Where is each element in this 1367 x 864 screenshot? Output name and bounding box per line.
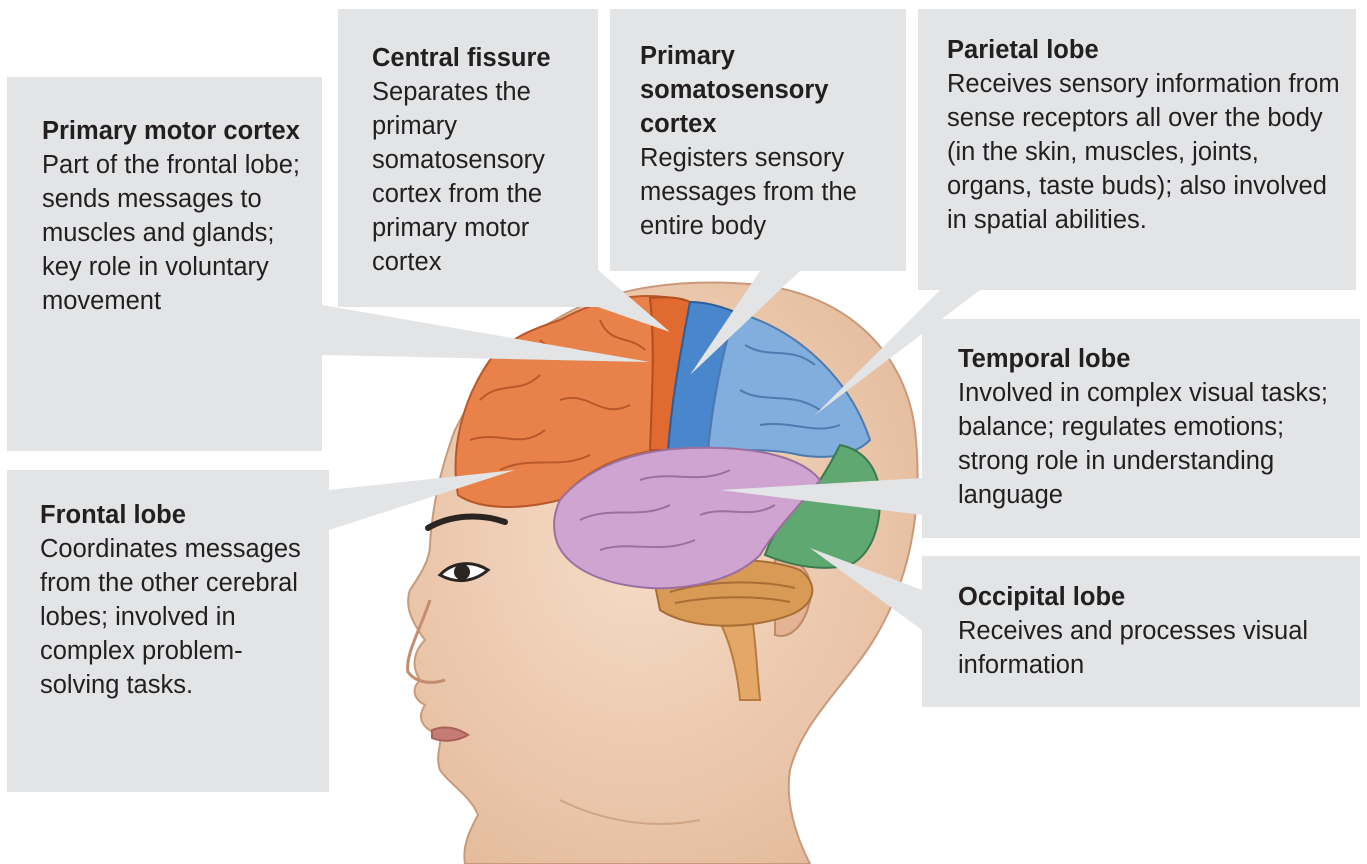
lips bbox=[431, 726, 470, 742]
pointer-frontal bbox=[329, 470, 515, 530]
pointer-occipital bbox=[810, 548, 922, 630]
label-title: Temporal lobe bbox=[958, 345, 1131, 373]
pointer-temporal bbox=[720, 478, 922, 515]
label-title: Primary motor cortex bbox=[42, 117, 300, 145]
label-description: Receives and processes visual informatio… bbox=[958, 617, 1309, 679]
label-description: Involved in complex visual tasks; balanc… bbox=[958, 379, 1328, 509]
label-title: Frontal lobe bbox=[40, 501, 186, 529]
label-description: Part of the frontal lobe; sends messages… bbox=[42, 151, 300, 315]
nose bbox=[406, 599, 446, 684]
label-central-fissure: Central fissure Separates the primary so… bbox=[338, 9, 598, 307]
parietal-lobe bbox=[706, 310, 872, 458]
label-frontal-lobe: Frontal lobe Coordinates messages from t… bbox=[7, 470, 329, 792]
pointer-soma bbox=[690, 271, 800, 375]
iris bbox=[454, 564, 470, 580]
label-title: Central fissure bbox=[372, 44, 551, 72]
label-title: Parietal lobe bbox=[947, 36, 1099, 64]
neck bbox=[559, 799, 701, 825]
pointer-motor bbox=[322, 305, 650, 362]
eyebrow bbox=[425, 513, 508, 531]
label-title: Primary somatosensory cortex bbox=[640, 42, 829, 138]
pointer-fissure bbox=[598, 270, 670, 332]
label-primary-somatosensory-cortex: Primary somatosensory cortex Registers s… bbox=[610, 9, 906, 271]
label-description: Receives sensory information from sense … bbox=[947, 70, 1340, 234]
label-occipital-lobe: Occipital lobe Receives and processes vi… bbox=[922, 556, 1360, 707]
label-primary-motor-cortex: Primary motor cortex Part of the frontal… bbox=[7, 77, 322, 451]
label-title: Occipital lobe bbox=[958, 583, 1126, 611]
label-description: Coordinates messages from the other cere… bbox=[40, 535, 301, 699]
label-parietal-lobe: Parietal lobe Receives sensory informati… bbox=[918, 9, 1356, 290]
label-description: Separates the primary somatosensory cort… bbox=[372, 78, 545, 276]
label-temporal-lobe: Temporal lobe Involved in complex visual… bbox=[922, 319, 1360, 538]
temporal-lobe bbox=[553, 446, 822, 590]
label-description: Registers sensory messages from the enti… bbox=[640, 144, 857, 240]
